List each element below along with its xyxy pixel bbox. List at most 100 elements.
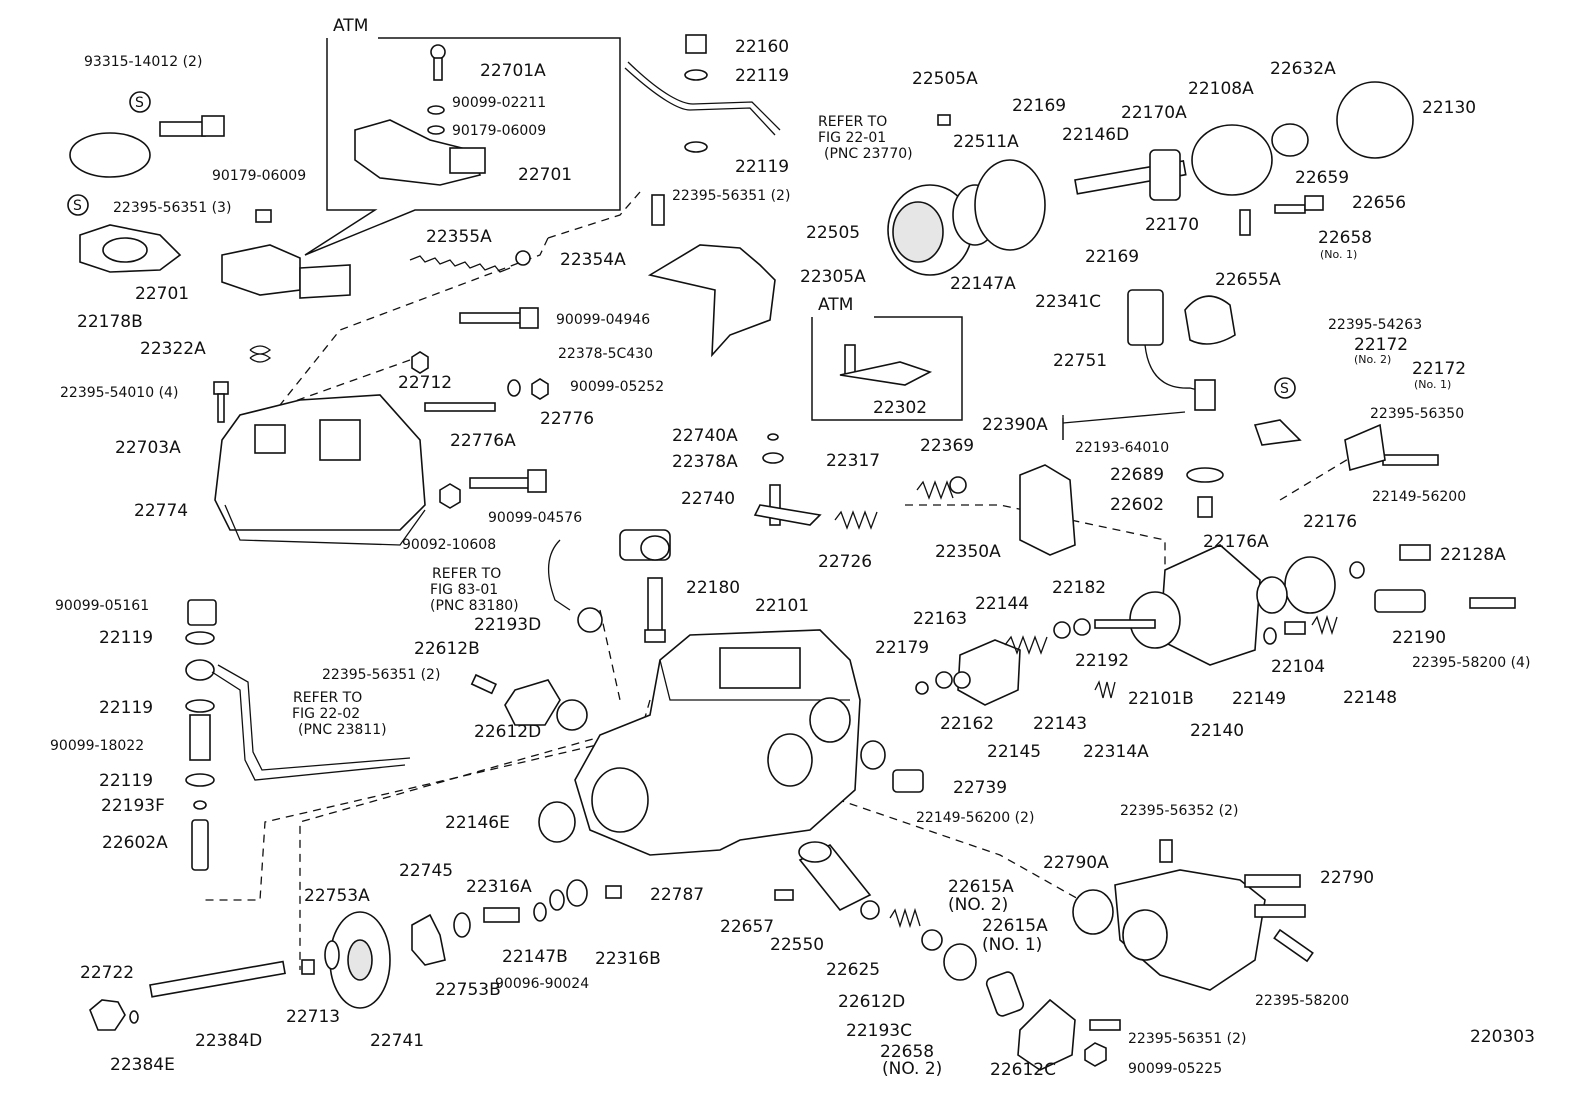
part-label: 22776A: [450, 431, 516, 451]
part-label: 22140: [1190, 721, 1244, 741]
part-label: 22384D: [195, 1031, 262, 1051]
part-label: 22395-56350: [1370, 406, 1464, 422]
refer-note-line: REFER TO: [432, 566, 501, 582]
part-label: 22701A: [480, 61, 546, 81]
part-label: 22149-56200: [1372, 489, 1466, 505]
part-label: (NO. 2): [882, 1059, 942, 1079]
part-label: 22658: [1318, 228, 1372, 248]
part-label: 90099-04576: [488, 510, 582, 526]
part-label: 22182: [1052, 578, 1106, 598]
refer-note-line: (PNC 23770): [824, 146, 913, 162]
part-label: 22790A: [1043, 853, 1109, 873]
part-label: 93315-14012 (2): [84, 54, 202, 70]
part-label: 90099-04946: [556, 312, 650, 328]
part-label: 22148: [1343, 688, 1397, 708]
part-label: 22354A: [560, 250, 626, 270]
part-label: 22163: [913, 609, 967, 629]
governor-cover-part: [214, 394, 426, 531]
part-label: 22612D: [838, 992, 905, 1012]
part-label: 22689: [1110, 465, 1164, 485]
part-label: 90099-05225: [1128, 1061, 1222, 1077]
part-label: 22119: [99, 698, 153, 718]
refer-note-line: (PNC 83180): [430, 598, 519, 614]
part-label: 22172: [1412, 359, 1466, 379]
part-label: 22753A: [304, 886, 370, 906]
part-label: 22169: [1085, 247, 1139, 267]
part-label: 22740: [681, 489, 735, 509]
part-label: 22505A: [912, 69, 978, 89]
part-label: 22378A: [672, 452, 738, 472]
figure-number: 220303: [1470, 1027, 1535, 1047]
part-label: 22147B: [502, 947, 568, 967]
part-label: 22128A: [1440, 545, 1506, 565]
part-label: 22703A: [115, 438, 181, 458]
part-label: 22505: [806, 223, 860, 243]
part-label: 22741: [370, 1031, 424, 1051]
part-label: 22384E: [110, 1055, 175, 1075]
part-label: 22305A: [800, 267, 866, 287]
part-label: 22739: [953, 778, 1007, 798]
part-label: 22101B: [1128, 689, 1194, 709]
part-label: 22314A: [1083, 742, 1149, 762]
dashed-assembly-lines: [200, 191, 1356, 970]
refer-note-line: FIG 83-01: [430, 582, 498, 598]
part-label: 22322A: [140, 339, 206, 359]
part-label: 22193F: [101, 796, 165, 816]
atm-label-top: ATM: [333, 16, 368, 36]
part-label: 22144: [975, 594, 1029, 614]
part-label: 22602A: [102, 833, 168, 853]
part-label: 22790: [1320, 868, 1374, 888]
part-label: 22395-56351 (3): [113, 200, 231, 216]
part-label: 22774: [134, 501, 188, 521]
part-label: 22149-56200 (2): [916, 810, 1034, 826]
part-label: 22145: [987, 742, 1041, 762]
part-label: 22149: [1232, 689, 1286, 709]
refer-note-line: FIG 22-02: [292, 706, 360, 722]
part-label: (No. 2): [1354, 353, 1391, 366]
part-label: 22169: [1012, 96, 1066, 116]
part-label: 22170: [1145, 215, 1199, 235]
part-label: 22193D: [474, 615, 541, 635]
atm-label-right: ATM: [818, 295, 853, 315]
part-label: 22395-56352 (2): [1120, 803, 1238, 819]
part-label: 22550: [770, 935, 824, 955]
part-label: 22787: [650, 885, 704, 905]
refer-note-line: FIG 22-01: [818, 130, 886, 146]
part-label: 22625: [826, 960, 880, 980]
part-label: 22395-58200: [1255, 993, 1349, 1009]
part-label: 22612B: [414, 639, 480, 659]
part-label: 22602: [1110, 495, 1164, 515]
part-label: 22193C: [846, 1021, 912, 1041]
part-label: 22178B: [77, 312, 143, 332]
part-label: 22119: [735, 157, 789, 177]
part-label: 22302: [873, 398, 927, 418]
part-label: 22740A: [672, 426, 738, 446]
part-label: 90099-05252: [570, 379, 664, 395]
part-label: 90099-05161: [55, 598, 149, 614]
part-label: 22701: [135, 284, 189, 304]
part-label: 22395-54010 (4): [60, 385, 178, 401]
part-label: 22316A: [466, 877, 532, 897]
part-label: 22390A: [982, 415, 1048, 435]
part-label: 22119: [99, 771, 153, 791]
part-label: 22713: [286, 1007, 340, 1027]
svg-text:S: S: [135, 95, 144, 111]
part-label: 22753B: [435, 980, 501, 1000]
part-label: 90179-06009: [212, 168, 306, 184]
part-label: 22511A: [953, 132, 1019, 152]
part-labels: 93315-14012 (2) 22395-56351 (3) 90179-06…: [50, 37, 1530, 1080]
part-label: 22722: [80, 963, 134, 983]
part-label: 22130: [1422, 98, 1476, 118]
part-label: 22378-5C430: [558, 346, 653, 362]
part-label: 22147A: [950, 274, 1016, 294]
part-label: 22146D: [1062, 125, 1129, 145]
part-label: 22615A: [948, 877, 1014, 897]
part-label: 22632A: [1270, 59, 1336, 79]
part-label: 22712: [398, 373, 452, 393]
part-label: 22395-56351 (2): [1128, 1031, 1246, 1047]
part-label: 22659: [1295, 168, 1349, 188]
part-label: 22355A: [426, 227, 492, 247]
part-label: 90179-06009: [452, 123, 546, 139]
part-label: 22180: [686, 578, 740, 598]
part-label: 22615A: [982, 916, 1048, 936]
